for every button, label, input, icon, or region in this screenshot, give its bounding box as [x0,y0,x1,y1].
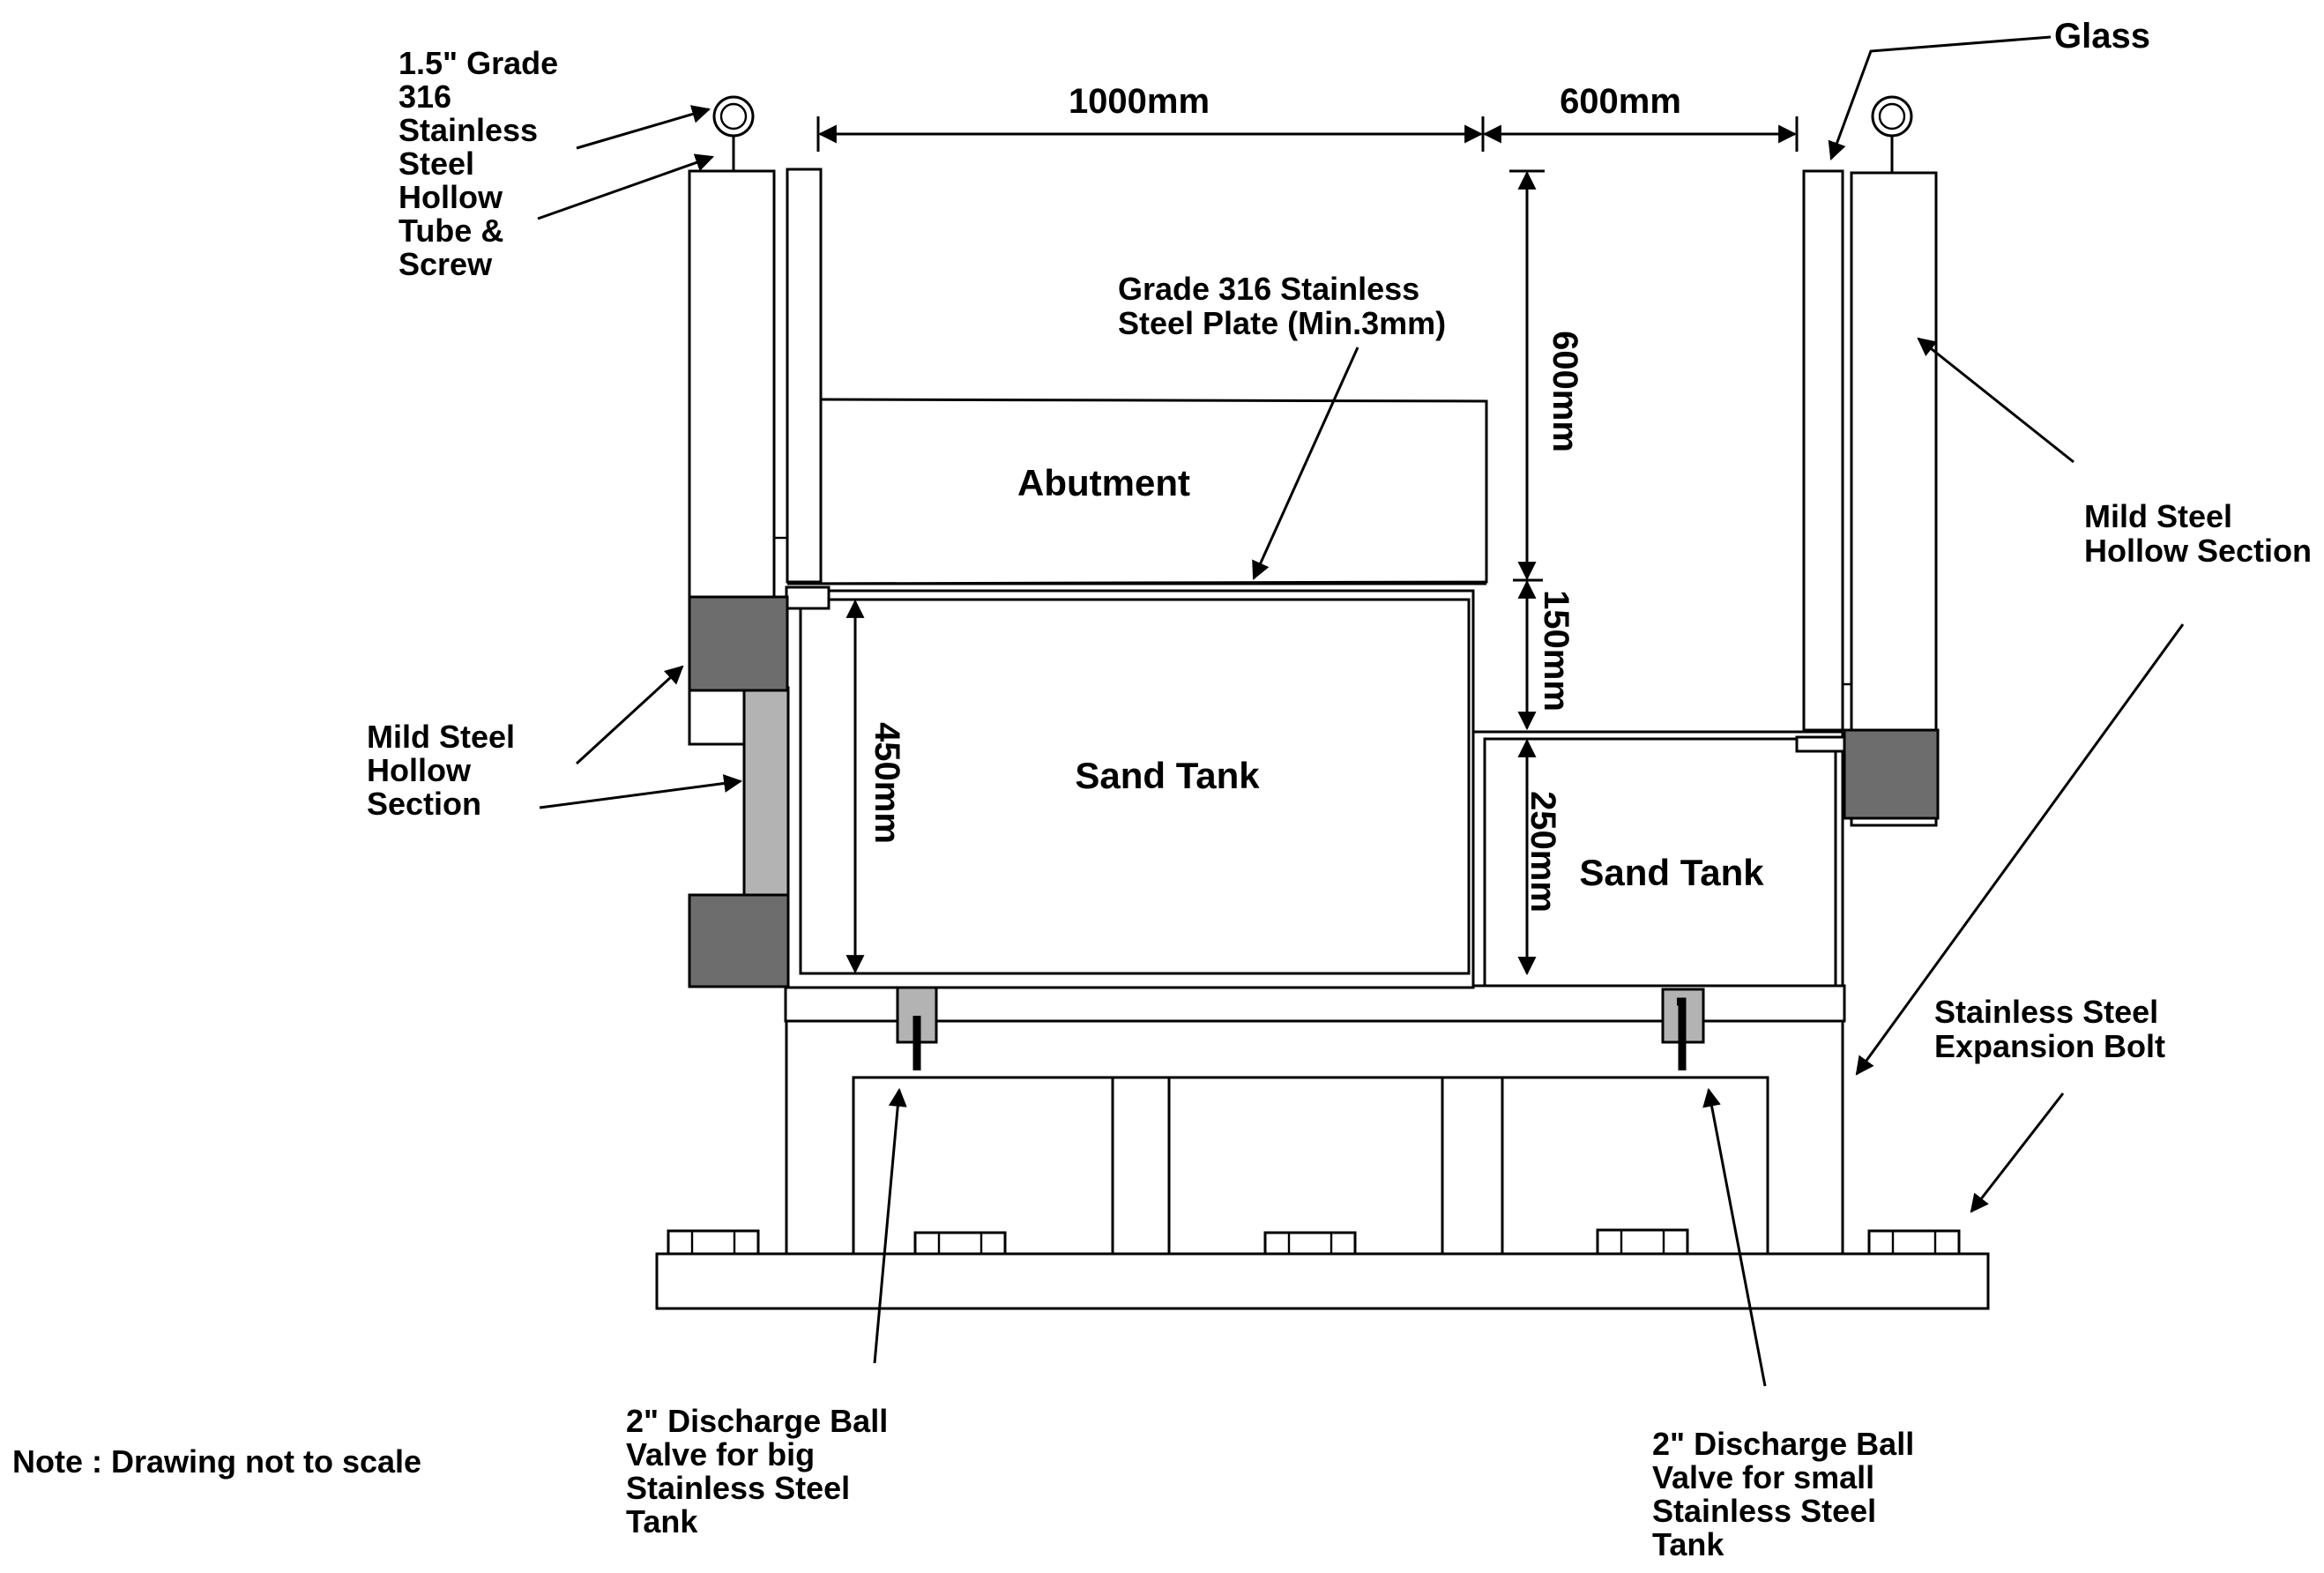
base-plate [655,1252,1990,1310]
big-sand-tank [785,585,1475,989]
dimension-lines [816,116,1799,976]
right-column [1795,169,1940,827]
small-sand-tank [1471,730,1844,988]
label-valve-big: 2" Discharge Ball Valve for big Stainles… [626,1403,897,1539]
tube-screw-left [712,95,755,171]
discharge-valve-small [1661,988,1705,1070]
label-450mm: 450mm [868,722,906,844]
left-column [688,168,823,988]
label-glass: Glass [2054,17,2150,56]
label-mild-steel-right: Mild Steel Hollow Section [2084,498,2312,569]
label-600mm-vertical: 600mm [1546,331,1584,452]
label-valve-small: 2" Discharge Ball Valve for small Stainl… [1652,1426,1923,1562]
note-not-to-scale: Note : Drawing not to scale [12,1443,421,1480]
label-expansion-bolt: Stainless Steel Expansion Bolt [1934,994,2167,1064]
label-sand-tank-big: Sand Tank [1075,755,1260,796]
label-abutment: Abutment [1017,462,1190,503]
label-150mm: 150mm [1537,590,1575,712]
abutment [786,398,1488,585]
label-tube-screw: 1.5" Grade 316 Stainless Steel Hollow Tu… [399,45,567,282]
label-mild-steel-left: Mild Steel Hollow Section [367,719,524,822]
label-plate: Grade 316 Stainless Steel Plate (Min.3mm… [1118,271,1446,341]
label-1000mm: 1000mm [1069,82,1210,121]
leader-arrows [537,35,2185,1387]
tube-screw-right [1871,95,1913,173]
label-250mm: 250mm [1523,791,1562,913]
expansion-bolts [667,1228,1961,1256]
label-sand-tank-small: Sand Tank [1579,852,1764,893]
discharge-valve-big [896,986,938,1070]
label-600mm-horizontal: 600mm [1560,82,1681,121]
